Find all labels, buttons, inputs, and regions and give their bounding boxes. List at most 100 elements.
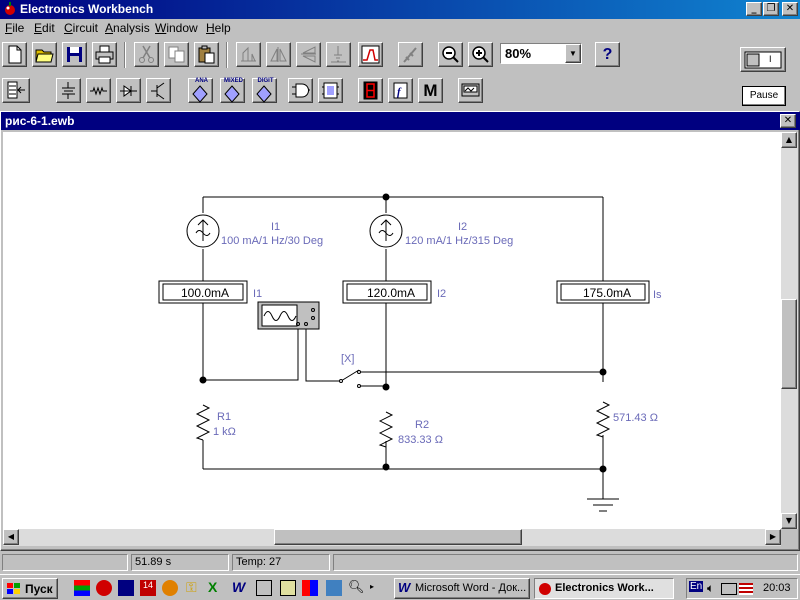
zoom-out-button[interactable] xyxy=(438,42,463,67)
chevron-down-icon[interactable]: ▼ xyxy=(565,44,581,63)
taskbar: Пуск 14 ⚿ X W 🔍︎ ▸ W Microsoft Word - До… xyxy=(0,574,800,600)
ammeter-is[interactable]: 175.0mA xyxy=(556,280,650,304)
quicklaunch-notepad-icon[interactable] xyxy=(256,580,272,596)
document-close-button[interactable]: ✕ xyxy=(780,114,796,128)
circuit-schematic[interactable]: I1 100 mA/1 Hz/30 Deg I2 120 mA/1 Hz/315… xyxy=(3,132,781,529)
quicklaunch-search-icon[interactable]: 🔍︎ xyxy=(348,579,365,594)
help-button[interactable]: ? xyxy=(595,42,620,67)
ammeter-i2[interactable]: 120.0mA xyxy=(342,280,432,304)
resistor-r2[interactable] xyxy=(378,411,394,448)
clock: 20:03 xyxy=(763,582,791,594)
menu-analysis[interactable]: Analysis xyxy=(105,21,150,35)
scroll-down-icon[interactable]: ▼ xyxy=(781,513,797,529)
ground-symbol[interactable] xyxy=(587,498,619,512)
network-icon[interactable] xyxy=(721,583,737,595)
workbench-app-icon[interactable] xyxy=(3,2,17,16)
quicklaunch-key-icon[interactable]: ⚿ xyxy=(186,579,197,595)
vertical-scrollbar[interactable]: ▲ ▼ xyxy=(781,132,798,529)
scroll-left-icon[interactable]: ◀ xyxy=(3,529,19,545)
menu-help[interactable]: Help xyxy=(206,21,231,35)
oscilloscope[interactable] xyxy=(257,301,320,330)
menu-circuit[interactable]: Circuit xyxy=(64,21,98,35)
resistor-r3[interactable] xyxy=(595,401,611,438)
new-file-button[interactable] xyxy=(2,42,27,67)
rotate-button[interactable] xyxy=(236,42,261,67)
logic-gates-bin-button[interactable] xyxy=(288,78,313,103)
quicklaunch-more-icon[interactable]: ▸ xyxy=(370,582,375,591)
zoom-dropdown[interactable]: 80% ▼ xyxy=(500,43,582,64)
component-properties-button[interactable] xyxy=(326,42,351,67)
current-source-i2[interactable] xyxy=(369,214,403,248)
transistors-bin-button[interactable] xyxy=(146,78,171,103)
close-button[interactable]: ✕ xyxy=(782,2,798,16)
horizontal-scrollbar[interactable]: ◀ ▶ xyxy=(3,529,781,546)
volume-icon[interactable]: 🔈︎ xyxy=(707,581,715,595)
current-source-i1[interactable] xyxy=(186,214,220,248)
quicklaunch-trash-icon[interactable] xyxy=(280,580,296,596)
scroll-right-icon[interactable]: ▶ xyxy=(765,529,781,545)
indicators-bin-button[interactable] xyxy=(358,78,383,103)
circuit-canvas[interactable]: I1 100 mA/1 Hz/30 Deg I2 120 mA/1 Hz/315… xyxy=(3,132,781,529)
paste-button[interactable] xyxy=(194,42,219,67)
analog-ics-bin-button[interactable]: ANA xyxy=(188,78,213,103)
sources-bin-button[interactable] xyxy=(56,78,81,103)
resistor-r1-value: 1 kΩ xyxy=(213,426,236,438)
print-button[interactable] xyxy=(92,42,117,67)
horizontal-scroll-thumb[interactable] xyxy=(274,529,522,545)
quicklaunch-word-icon[interactable]: W xyxy=(232,579,246,595)
mixed-ics-bin-button[interactable]: MIXED xyxy=(220,78,245,103)
scope-channel-a-wire xyxy=(203,324,299,381)
quicklaunch-calendar-icon[interactable]: 14 xyxy=(140,580,156,596)
flip-horizontal-button[interactable] xyxy=(266,42,291,67)
favorites-bin-button[interactable] xyxy=(2,78,30,103)
favorites-bin-icon xyxy=(7,81,25,99)
power-switch[interactable]: I xyxy=(740,47,786,72)
menu-edit[interactable]: Edit xyxy=(34,21,55,35)
vertical-scroll-thumb[interactable] xyxy=(781,299,797,389)
diodes-bin-button[interactable] xyxy=(116,78,141,103)
minimize-button[interactable]: _ xyxy=(746,2,762,16)
task-button-word[interactable]: W Microsoft Word - Док... xyxy=(394,578,530,599)
quicklaunch-globe-icon[interactable] xyxy=(162,580,178,596)
menu-window[interactable]: Window xyxy=(155,21,198,35)
menu-file[interactable]: File xyxy=(5,21,24,35)
cut-button[interactable] xyxy=(134,42,159,67)
quicklaunch-app-icon[interactable] xyxy=(74,580,90,596)
quicklaunch-books-icon[interactable] xyxy=(118,580,134,596)
ammeter-i1[interactable]: 100.0mA xyxy=(158,280,248,304)
scroll-up-icon[interactable]: ▲ xyxy=(781,132,797,148)
instruments-bin-button[interactable] xyxy=(458,78,483,103)
digital-bin-button[interactable] xyxy=(318,78,343,103)
open-file-button[interactable] xyxy=(32,42,57,67)
save-button[interactable] xyxy=(62,42,87,67)
zoom-in-button[interactable] xyxy=(468,42,493,67)
app-titlebar[interactable]: Electronics Workbench _ ❐ ✕ xyxy=(0,0,800,19)
controls-bin-button[interactable]: f xyxy=(388,78,413,103)
switch[interactable] xyxy=(339,370,361,388)
flip-vertical-button[interactable] xyxy=(296,42,321,67)
quicklaunch-tool-icon[interactable] xyxy=(302,580,318,596)
quicklaunch-excel-icon[interactable]: X xyxy=(208,579,218,595)
copy-button[interactable] xyxy=(164,42,189,67)
digital-ics-bin-button[interactable]: DIGIT xyxy=(252,78,277,103)
menu-bar: File Edit Circuit Analysis Window Help xyxy=(0,19,800,38)
restore-button[interactable]: ❐ xyxy=(763,2,779,16)
zoom-in-icon xyxy=(472,46,489,63)
task-button-workbench[interactable]: Electronics Work... xyxy=(534,578,674,599)
quicklaunch-workbench-icon[interactable] xyxy=(96,580,112,596)
graphs-button[interactable] xyxy=(398,42,423,67)
power-on-label: I xyxy=(769,54,772,64)
menu-file-rest: ile xyxy=(12,21,25,35)
miscellaneous-bin-button[interactable]: M xyxy=(418,78,443,103)
create-subcircuit-button[interactable] xyxy=(358,42,383,67)
flag-icon[interactable] xyxy=(739,583,753,595)
menu-help-key: H xyxy=(206,21,215,35)
quicklaunch-calc-icon[interactable] xyxy=(326,580,342,596)
basic-bin-button[interactable] xyxy=(86,78,111,103)
rotate-icon xyxy=(241,46,256,62)
pause-button[interactable]: Pause xyxy=(742,86,786,106)
document-titlebar[interactable]: рис-6-1.ewb ✕ xyxy=(1,112,800,130)
resistor-r1[interactable] xyxy=(195,404,211,441)
start-button[interactable]: Пуск xyxy=(2,578,58,599)
language-indicator[interactable]: En xyxy=(689,581,704,592)
